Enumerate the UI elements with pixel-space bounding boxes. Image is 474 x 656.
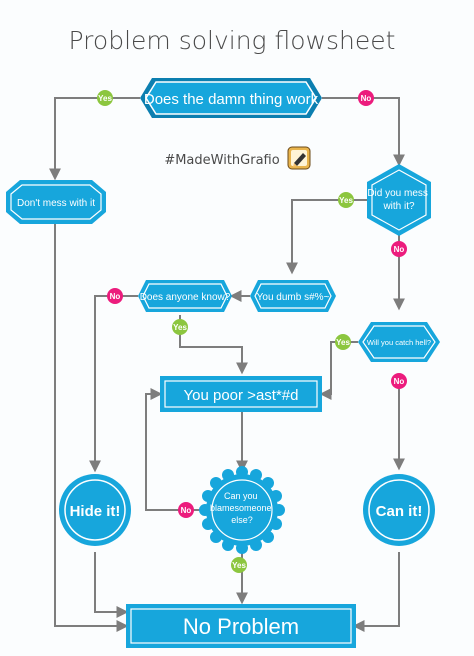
node-blame-line1: Can you — [224, 491, 258, 501]
svg-text:Yes: Yes — [232, 561, 246, 570]
connector-start-to-did-you-mess — [322, 97, 405, 167]
node-catch-hell-label: Will you catch hell? — [367, 338, 431, 347]
svg-text:No: No — [110, 292, 121, 301]
badge-yes-blame: Yes — [231, 557, 247, 573]
svg-text:Did you mess with it?: Did you mess with it? — [367, 188, 430, 212]
node-blame-line2: blamesomeone — [210, 503, 272, 513]
badge-no-did-you-mess: No — [391, 241, 407, 257]
node-catch-hell: Will you catch hell? — [358, 322, 440, 362]
badge-yes-start: Yes — [97, 90, 113, 106]
node-did-you-mess: Did you mess with it? — [367, 164, 431, 236]
node-dont-mess-label: Don't mess with it — [17, 198, 95, 209]
connector-can-to-no-problem — [352, 552, 400, 632]
svg-text:Yes: Yes — [336, 338, 350, 347]
svg-text:Yes: Yes — [173, 323, 187, 332]
node-blame: Can you blamesomeone else? — [199, 466, 285, 554]
node-no-problem: No Problem — [126, 604, 356, 648]
node-did-you-mess-line2: with it? — [382, 201, 415, 212]
node-start-label: Does the damn thing work — [144, 91, 319, 108]
node-start: Does the damn thing work — [140, 78, 322, 118]
node-can: Can it! — [363, 474, 435, 546]
node-poor: You poor >ast*#d — [160, 376, 322, 412]
connector-anyone-know-to-poor — [179, 315, 248, 375]
svg-text:Can you blamesomeone: Can you blamesomeone else? — [210, 491, 274, 525]
svg-text:No: No — [181, 506, 192, 515]
badge-no-anyone-know: No — [107, 288, 123, 304]
svg-text:No: No — [361, 94, 372, 103]
connector-blame-to-poor — [145, 388, 208, 511]
hashtag-label: #MadeWithGrafio — [164, 153, 279, 168]
pencil-notepad-icon — [287, 146, 311, 170]
node-hide: Hide it! — [59, 474, 131, 546]
connector-catch-hell-to-poor — [319, 341, 358, 400]
connector-anyone-know-to-hide — [89, 295, 138, 473]
connector-start-to-dont-mess — [49, 97, 140, 181]
badge-no-start: No — [358, 90, 374, 106]
flowchart-title: Problem solving flowsheet — [69, 26, 396, 55]
svg-text:No: No — [394, 377, 405, 386]
node-can-label: Can it! — [376, 503, 423, 520]
node-you-dumb: You dumb s#%~ — [250, 280, 336, 312]
badge-no-blame: No — [178, 502, 194, 518]
node-poor-label: You poor >ast*#d — [184, 387, 299, 404]
connector-hide-to-no-problem — [94, 552, 129, 618]
node-dont-mess: Don't mess with it — [6, 180, 106, 224]
node-did-you-mess-line1: Did you mess — [367, 188, 428, 199]
node-no-problem-label: No Problem — [183, 614, 299, 639]
badge-yes-did-you-mess: Yes — [338, 192, 354, 208]
node-blame-line3: else? — [231, 515, 253, 525]
node-you-dumb-label: You dumb s#%~ — [257, 292, 330, 303]
svg-text:Yes: Yes — [339, 196, 353, 205]
svg-text:No: No — [394, 245, 405, 254]
svg-text:Yes: Yes — [98, 94, 112, 103]
badge-yes-anyone-know: Yes — [172, 319, 188, 335]
badge-no-catch-hell: No — [391, 373, 407, 389]
badge-yes-catch-hell: Yes — [335, 334, 351, 350]
connectors — [49, 97, 405, 632]
node-anyone-know: Does anyone know? — [138, 280, 232, 312]
node-anyone-know-label: Does anyone know? — [140, 292, 231, 303]
node-hide-label: Hide it! — [70, 503, 121, 520]
connector-dont-mess-to-no-problem — [54, 220, 129, 632]
connector-did-you-mess-to-you-dumb — [286, 199, 370, 275]
